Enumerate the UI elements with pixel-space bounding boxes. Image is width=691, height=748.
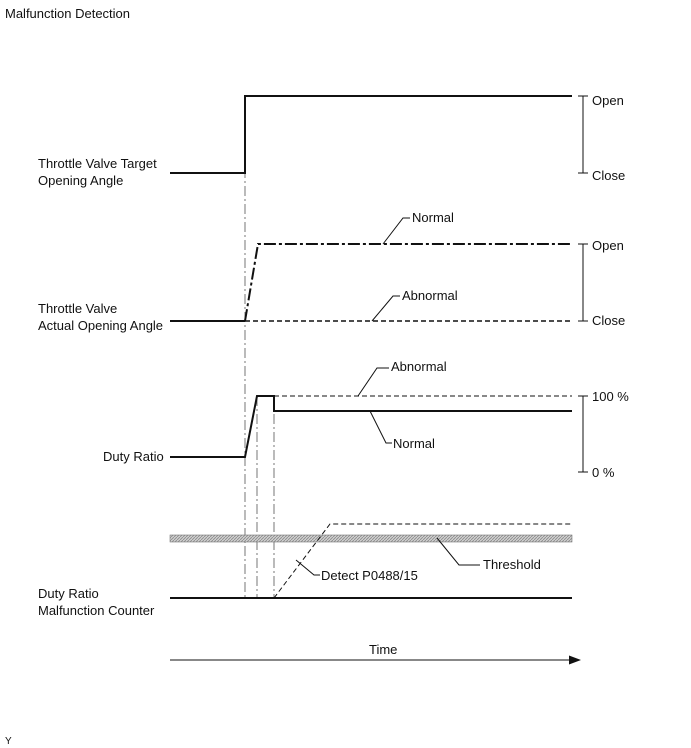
actual-open-label: Open [592, 238, 624, 253]
counter-label-line2: Malfunction Counter [38, 603, 155, 618]
actual-normal-line [244, 243, 572, 322]
actual-label-line2: Actual Opening Angle [38, 318, 163, 333]
target-label-line2: Opening Angle [38, 173, 123, 188]
duty-abnormal-label: Abnormal [391, 359, 447, 374]
duty-normal-line [170, 395, 572, 458]
actual-close-label: Close [592, 313, 625, 328]
target-signal-line [170, 95, 572, 174]
corner-mark: Y [5, 736, 12, 747]
duty-normal-label: Normal [393, 436, 435, 451]
target-label-line1: Throttle Valve Target [38, 156, 157, 171]
actual-normal-label: Normal [412, 210, 454, 225]
detect-label: Detect P0488/15 [321, 568, 418, 583]
actual-abnormal-leader [371, 295, 400, 322]
duty-normal-leader [369, 410, 392, 444]
actual-label-line1: Throttle Valve [38, 301, 117, 316]
threshold-leader [436, 537, 480, 566]
counter-rise-line [273, 523, 572, 599]
time-arrow-icon [569, 655, 581, 665]
threshold-label: Threshold [483, 557, 541, 572]
actual-normal-leader [382, 217, 410, 245]
duty-label: Duty Ratio [103, 449, 164, 464]
duty-abnormal-leader [357, 367, 389, 397]
detect-leader [295, 559, 320, 576]
threshold-band [169, 534, 573, 543]
page-title: Malfunction Detection [5, 6, 130, 21]
counter-label-line1: Duty Ratio [38, 586, 99, 601]
actual-abnormal-label: Abnormal [402, 288, 458, 303]
target-open-label: Open [592, 93, 624, 108]
target-close-label: Close [592, 168, 625, 183]
time-label: Time [369, 642, 397, 657]
duty-100-label: 100 % [592, 389, 629, 404]
duty-0-label: 0 % [592, 465, 615, 480]
